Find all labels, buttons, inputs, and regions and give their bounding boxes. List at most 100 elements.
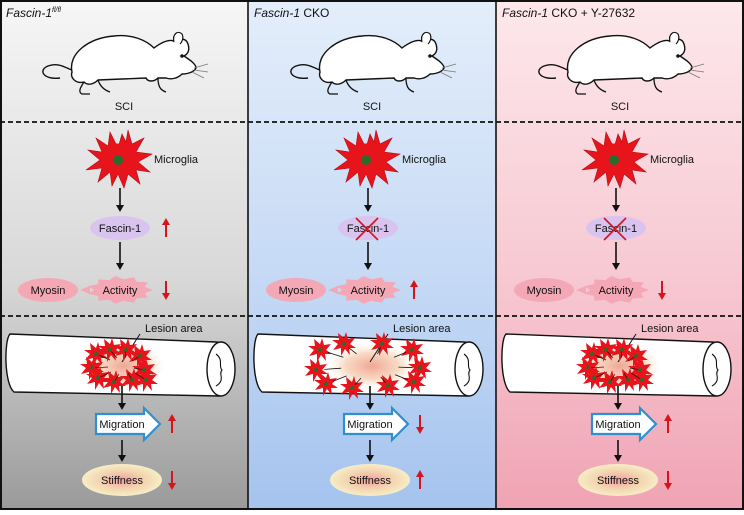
stiffness-change-arrow: [664, 483, 672, 490]
lesion-label: Lesion area: [145, 323, 203, 335]
stiffness-label: Stiffness: [349, 475, 391, 487]
migration-vector: [380, 376, 386, 384]
migration-vector: [607, 351, 614, 359]
fascin-label: Fascin-1: [99, 223, 141, 235]
migration-vector: [347, 346, 357, 355]
sci-label: SCI: [611, 101, 629, 113]
migration-vector: [134, 372, 144, 379]
migration-vector: [394, 374, 408, 380]
migration-vector: [393, 352, 407, 358]
activity-label: Activity: [599, 285, 634, 297]
stiffness-label: Stiffness: [597, 475, 639, 487]
arrow-lesion-to-migration: [118, 403, 126, 410]
stiffness-oval: [82, 464, 162, 496]
myosin-connector: [576, 286, 586, 294]
migration-vector: [629, 367, 639, 370]
lesion-label: Lesion area: [393, 323, 451, 335]
panel-title-gene: Fascin-1: [502, 6, 548, 20]
migration-change-arrow: [664, 414, 672, 421]
microglia-label: Microglia: [650, 154, 695, 166]
migration-change-arrow: [168, 414, 176, 421]
migration-arrow-box: [590, 405, 658, 443]
arrow-lesion-to-migration: [614, 403, 622, 410]
panel-title-gene: Fascin-1: [254, 6, 300, 20]
activity-change-arrow: [658, 293, 666, 300]
spinal-cord-grey-matter: [711, 353, 719, 387]
stiffness-oval: [578, 464, 658, 496]
activity-burst: [584, 276, 649, 304]
knockout-cross-b: [603, 217, 627, 241]
migration-label: Migration: [347, 419, 392, 431]
migration-arrow-box: [94, 405, 162, 443]
migration-vector: [127, 372, 132, 379]
panel-title-superscript: fl/fl: [52, 7, 61, 14]
arrow-microglia-to-fascin: [612, 205, 620, 212]
arrow-microglia-to-fascin: [364, 205, 372, 212]
spinal-cord: [501, 333, 732, 397]
arrow-fascin-to-activity: [612, 263, 620, 270]
spinal-cord: [253, 333, 484, 397]
activity-change-arrow: [162, 293, 170, 300]
arrow-lesion-to-migration: [366, 403, 374, 410]
panel-title: Fascin-1 CKO: [254, 6, 329, 20]
activity-change-arrow: [410, 280, 418, 287]
panel-title-gene: Fascin-1: [6, 6, 52, 20]
migration-vector: [324, 367, 342, 370]
myosin-label: Myosin: [279, 285, 314, 297]
migration-vector: [332, 375, 347, 382]
stiffness-change-arrow: [168, 483, 176, 490]
spinal-cord-grey-matter: [215, 353, 223, 387]
migration-vector: [327, 352, 344, 358]
microglia-label: Microglia: [402, 154, 447, 166]
myosin-pill: [266, 278, 326, 302]
myosin-connector: [80, 286, 90, 294]
panel-title: Fascin-1fl/fl: [6, 6, 61, 20]
myosin-pill: [514, 278, 574, 302]
migration-vector: [354, 377, 362, 385]
arrow-migration-to-stiffness: [118, 455, 126, 462]
spinal-cord-grey-matter: [463, 353, 471, 387]
migration-vector: [124, 351, 127, 359]
migration-vector: [627, 356, 635, 362]
activity-label: Activity: [351, 285, 386, 297]
migration-vector: [623, 372, 628, 379]
panel-title-condition: CKO + Y-27632: [548, 6, 635, 20]
migration-vector: [398, 366, 413, 369]
arrow-microglia-to-fascin: [116, 205, 124, 212]
arrow-fascin-to-activity: [116, 263, 124, 270]
migration-vector: [591, 366, 605, 369]
microglia-label: Microglia: [154, 154, 199, 166]
fascin-change-arrow: [162, 218, 170, 225]
fascin-pill: [90, 216, 150, 240]
migration-vector: [133, 367, 143, 370]
lesion-label: Lesion area: [641, 323, 699, 335]
migration-label: Migration: [595, 419, 640, 431]
spinal-cord: [5, 333, 236, 397]
knockout-cross-b: [355, 217, 379, 241]
migration-vector: [620, 351, 623, 359]
myosin-connector: [328, 286, 338, 294]
myosin-pill: [18, 278, 78, 302]
migration-change-arrow: [416, 427, 424, 434]
sci-label: SCI: [115, 101, 133, 113]
activity-burst: [88, 276, 153, 304]
arrow-migration-to-stiffness: [366, 455, 374, 462]
stiffness-change-arrow: [416, 470, 424, 477]
panel-title: Fascin-1 CKO + Y-27632: [502, 6, 635, 20]
migration-vector: [610, 373, 616, 381]
migration-vector: [131, 356, 139, 362]
myosin-label: Myosin: [527, 285, 562, 297]
migration-vector: [111, 351, 118, 359]
migration-arrow-box: [342, 405, 410, 443]
migration-vector: [377, 347, 381, 355]
stiffness-label: Stiffness: [101, 475, 143, 487]
panel-title-condition: CKO: [300, 6, 329, 20]
arrow-migration-to-stiffness: [614, 455, 622, 462]
activity-label: Activity: [103, 285, 138, 297]
activity-burst: [336, 276, 401, 304]
migration-vector: [630, 372, 640, 379]
